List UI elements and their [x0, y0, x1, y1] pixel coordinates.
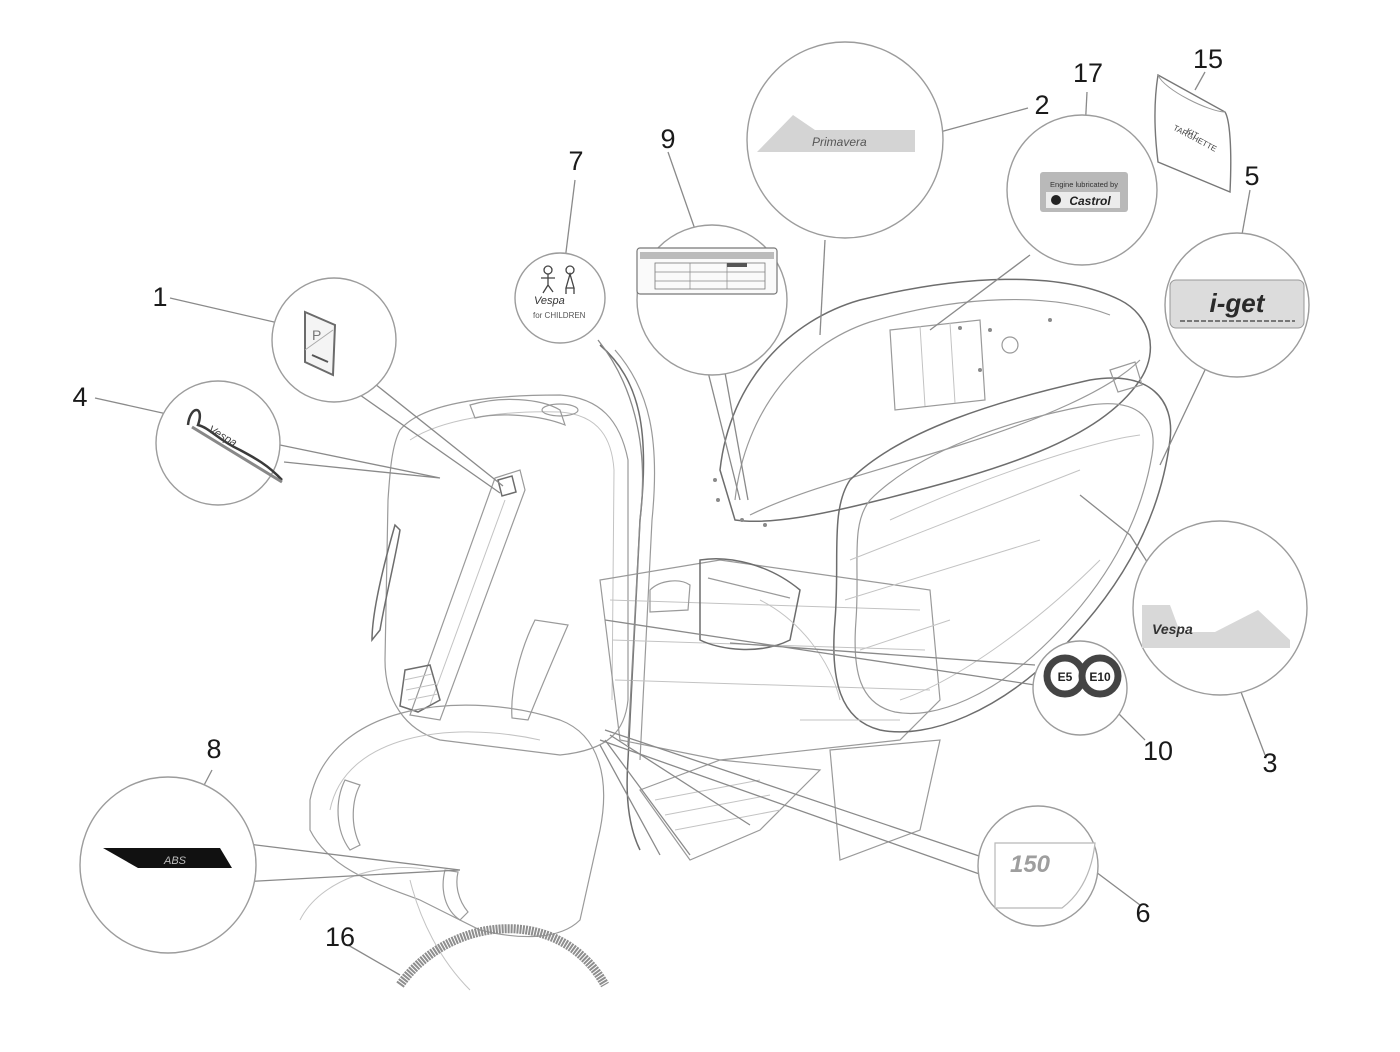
callout-8-abs-decal[interactable]: ABS: [79, 776, 257, 954]
children-figures-icon: [541, 265, 575, 294]
callout-9-tyre-pressure-label[interactable]: [636, 224, 788, 376]
callout-number-2: 2: [1034, 90, 1049, 120]
for-children-text: for CHILDREN: [533, 311, 586, 320]
iget-text: i-get: [1210, 288, 1266, 318]
displacement-text: 150: [1010, 851, 1051, 878]
castrol-line1: Engine lubricated by: [1050, 180, 1118, 189]
callout-1-piaggio-plate[interactable]: P: [271, 277, 397, 403]
callout-16-trim-strip[interactable]: [396, 924, 609, 988]
callout-number-5: 5: [1244, 161, 1259, 191]
piaggio-p-glyph: P: [312, 327, 321, 343]
callout-number-8: 8: [206, 734, 221, 764]
callout-10-fuel-label[interactable]: E5 E10: [1032, 640, 1128, 736]
leader-lines: [94, 71, 1266, 976]
callout-number-10: 10: [1143, 736, 1173, 766]
callout-5-iget-badge[interactable]: i-get: [1164, 232, 1310, 378]
callout-number-1: 1: [152, 282, 167, 312]
callout-3-vespa-side-decal[interactable]: Vespa: [1132, 520, 1308, 696]
callout-numbers: 1 2 3 4 5 6 7 8 9 10 15 16 17: [72, 44, 1277, 952]
callout-number-9: 9: [660, 124, 675, 154]
callout-number-7: 7: [568, 146, 583, 176]
fuel-e5-text: E5: [1058, 670, 1073, 684]
callout-number-6: 6: [1135, 898, 1150, 928]
callout-2-primavera-decal[interactable]: Primavera: [746, 41, 944, 239]
callout-17-castrol-label[interactable]: Engine lubricated by Castrol: [1006, 114, 1158, 266]
callout-15-kit-targhette[interactable]: KIT TARGHETTE: [1154, 73, 1232, 194]
callout-number-17: 17: [1073, 58, 1103, 88]
vespa-side-text: Vespa: [1152, 621, 1193, 637]
vespa-script-text: Vespa: [534, 295, 565, 307]
callout-number-4: 4: [72, 382, 87, 412]
castrol-logo-icon: [1051, 195, 1061, 205]
callout-number-16: 16: [325, 922, 355, 952]
fuel-e10-text: E10: [1089, 670, 1111, 684]
callout-number-15: 15: [1193, 44, 1223, 74]
castrol-brand: Castrol: [1069, 194, 1111, 208]
primavera-text: Primavera: [812, 135, 867, 149]
abs-text: ABS: [163, 855, 187, 867]
callout-7-for-children[interactable]: Vespa for CHILDREN: [514, 252, 606, 344]
callout-6-150-decal[interactable]: 150: [977, 805, 1099, 927]
callout-number-3: 3: [1262, 748, 1277, 778]
callout-4-vespa-badge[interactable]: Vespa: [155, 380, 283, 506]
